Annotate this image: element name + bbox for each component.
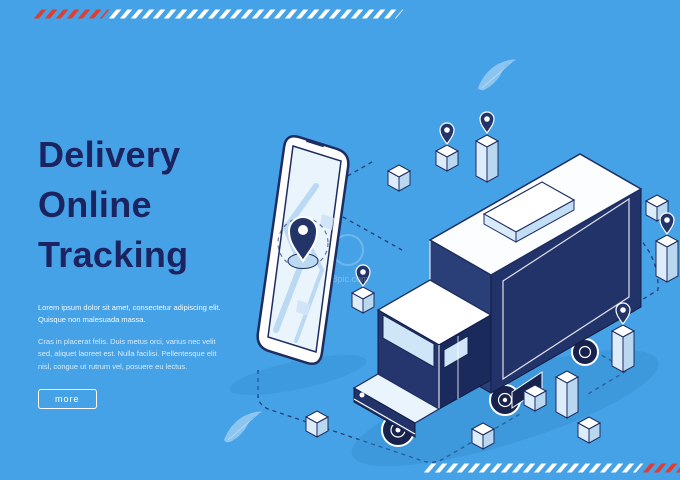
pillar-box-icon (475, 134, 499, 183)
pillar-box-icon (555, 370, 579, 419)
watermark-feather-icon (478, 59, 516, 91)
truck-wheel (571, 338, 599, 366)
more-button[interactable]: more (38, 388, 97, 409)
truck-wheel (489, 384, 521, 416)
page-title: Delivery Online Tracking (38, 130, 263, 280)
map-pin-icon (659, 212, 675, 235)
route-dashed-line (257, 161, 659, 463)
truck-fuel-tank (511, 371, 543, 409)
body-paragraph: Cras in placerat felis. Duis metus orci,… (38, 336, 217, 371)
phone-speaker (306, 140, 324, 147)
pin-platform (287, 253, 319, 269)
truck-bumper (353, 398, 416, 435)
title-line-2: Online (38, 184, 152, 225)
map-pin-icon (355, 264, 371, 287)
truck-wheel (381, 413, 415, 447)
package-box-icon (387, 164, 411, 192)
delivery-truck-illustration (351, 153, 659, 467)
phone-screen-map (273, 183, 334, 343)
cab-side-window (443, 335, 469, 369)
pillar-box-icon (611, 324, 635, 373)
map-pin-icon (287, 216, 319, 263)
map-pin-icon (479, 111, 495, 134)
title-line-1: Delivery (38, 134, 181, 175)
package-box-icon (351, 286, 375, 314)
package-box-icon (523, 384, 547, 412)
pillar-box-icon (655, 234, 679, 283)
intro-paragraph: Lorem ipsum dolor sit amet, consectetur … (38, 303, 221, 325)
title-line-3: Tracking (38, 234, 189, 275)
headlight (359, 392, 365, 398)
truck-hood (352, 373, 441, 424)
package-box-icon (645, 194, 669, 222)
phone-body (256, 134, 350, 366)
map-pin-icon (615, 302, 631, 325)
package-box-icon (471, 422, 495, 450)
map-pin-icon (439, 122, 455, 145)
pin-halo-dashed-circle (277, 217, 329, 269)
package-box-icon (435, 144, 459, 172)
windshield (382, 314, 435, 368)
package-box-icon (577, 416, 601, 444)
watermark-feather-icon (224, 411, 262, 443)
watermark-logo: 58pic.com (327, 234, 369, 284)
bottom-dashed-border (423, 463, 680, 473)
top-dashed-border (33, 9, 404, 19)
package-box-icon (305, 410, 329, 438)
watermark-site-text: 58pic.com (327, 274, 368, 284)
truck-cargo-box (428, 153, 643, 409)
phone-screen (267, 145, 342, 353)
truck-cab (352, 279, 493, 438)
hero-text-column: Delivery Online Tracking Lorem ipsum dol… (38, 130, 263, 409)
